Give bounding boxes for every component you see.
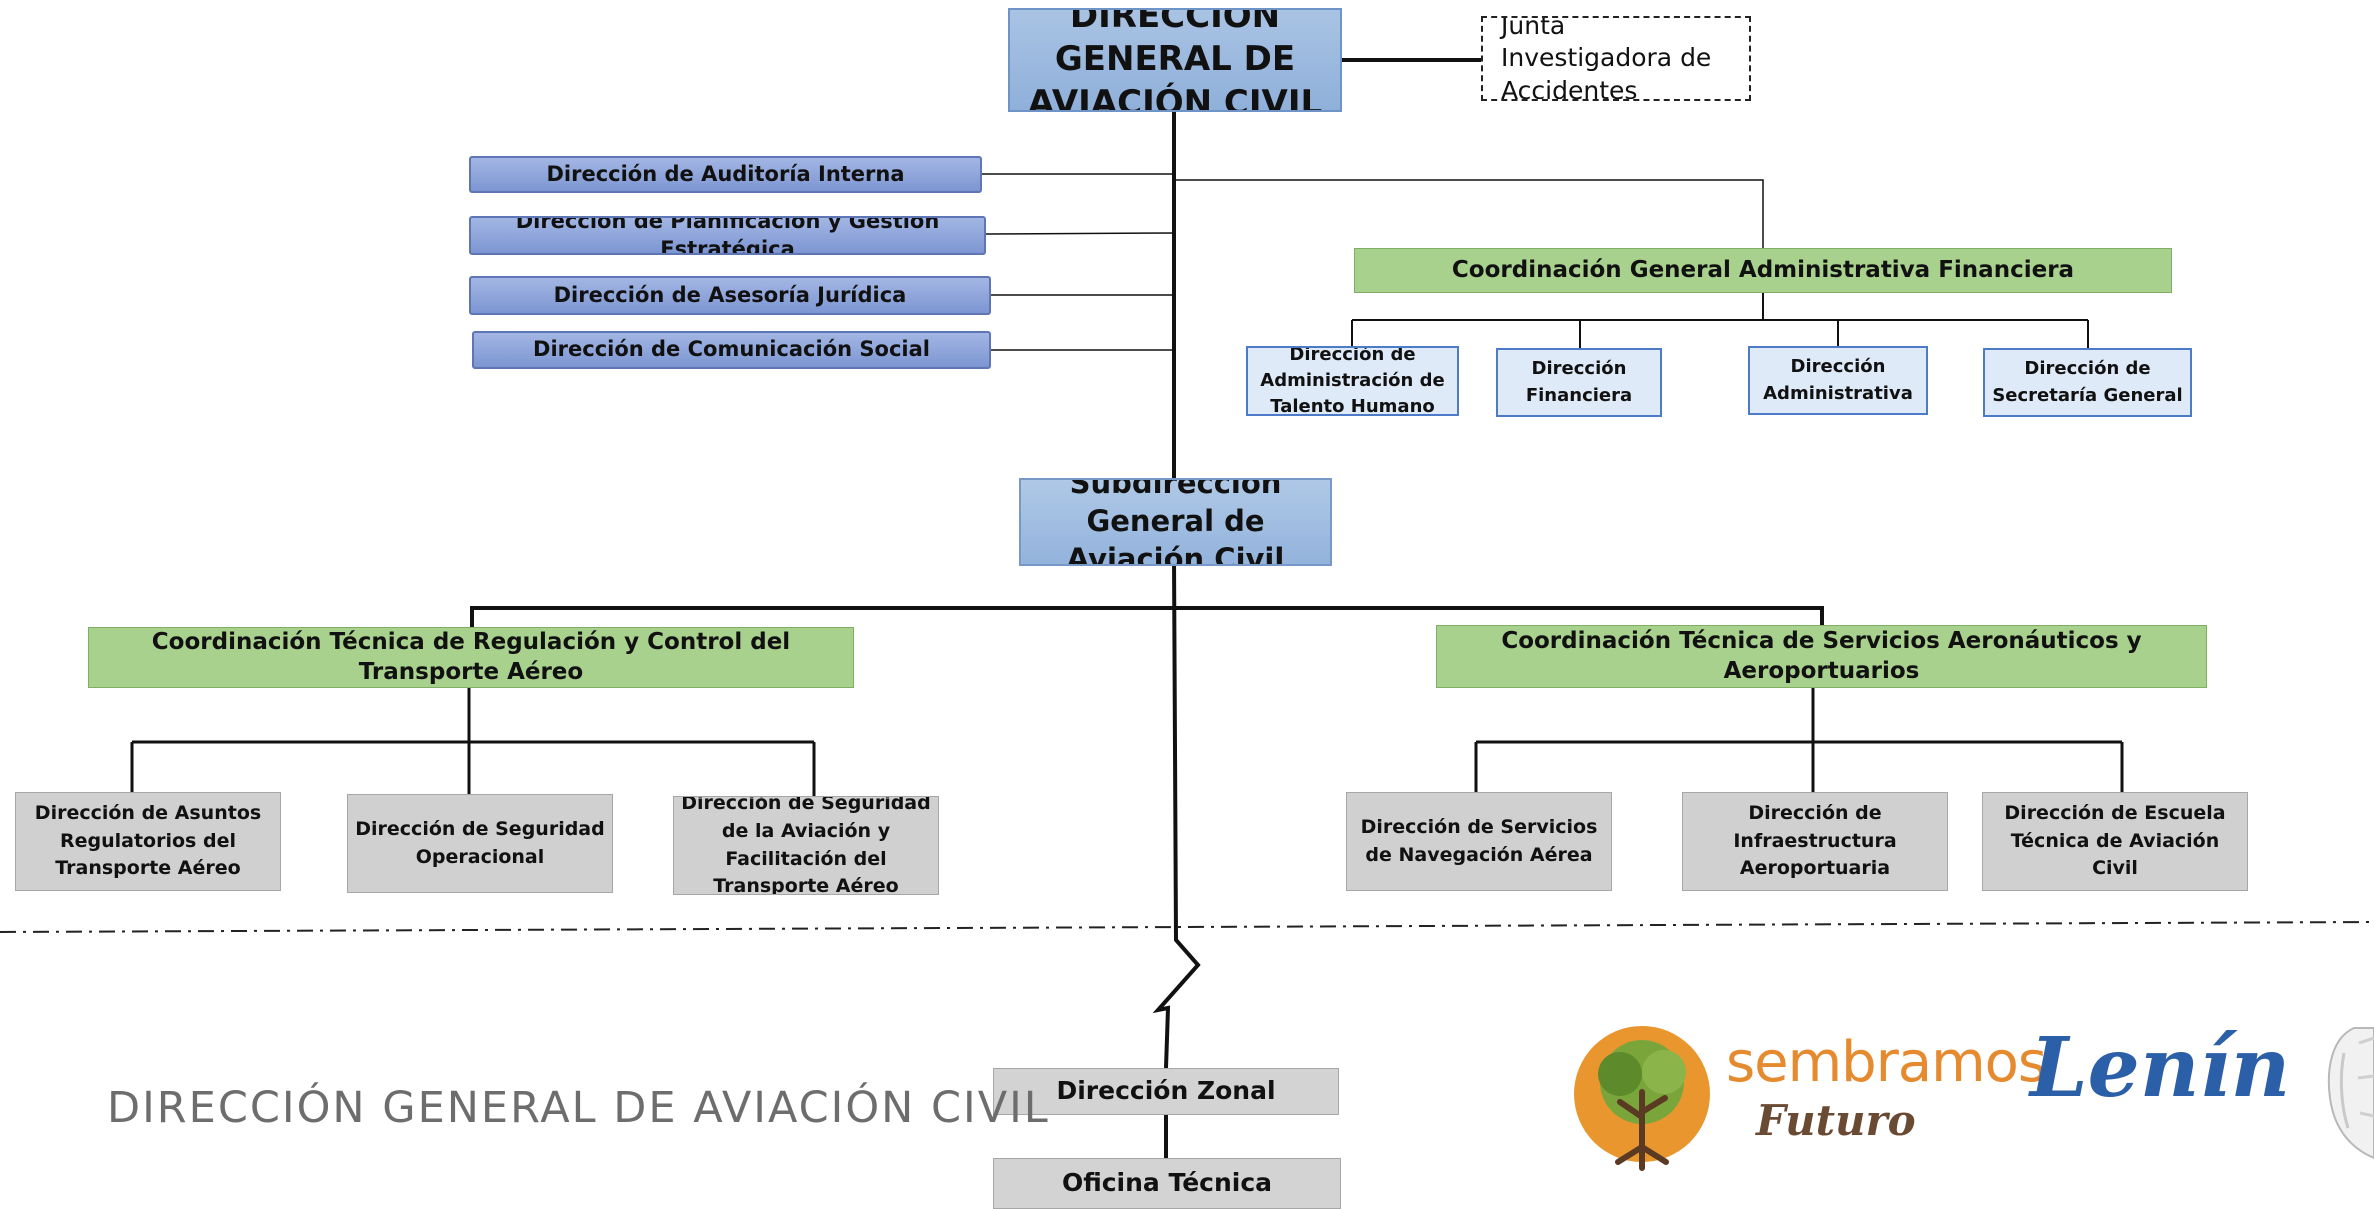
coat-of-arms-icon	[2327, 1027, 2374, 1160]
tree-icon	[1574, 1026, 1710, 1171]
zonal-label: Dirección Zonal	[1056, 1076, 1276, 1106]
serv-unit-label: Dirección de Servicios de Navegación Aér…	[1360, 815, 1598, 866]
admin-unit-administrativa: Dirección Administrativa	[1748, 346, 1928, 415]
tecnica-box: Oficina Técnica	[993, 1158, 1341, 1209]
staff-label: Dirección de Asesoría Jurídica	[553, 282, 907, 307]
sub-label: Subdirección General de Aviación Civil	[1066, 478, 1285, 566]
admin-unit-secretaria: Dirección de Secretaría General	[1983, 348, 2192, 417]
junta-box: Junta Investigadora de Accidentes	[1481, 16, 1751, 101]
admin-units-line	[1351, 293, 2089, 348]
serv-unit-infraestructura: Dirección de Infraestructura Aeroportuar…	[1682, 792, 1948, 891]
serv-unit-label: Dirección de Infraestructura Aeroportuar…	[1733, 802, 1897, 880]
admin-unit-financiera: Dirección Financiera	[1496, 348, 1662, 417]
serv-unit-label: Dirección de Escuela Técnica de Aviación…	[2004, 802, 2226, 880]
zonal-box: Dirección Zonal	[993, 1068, 1339, 1115]
staff-box-comunicacion: Dirección de Comunicación Social	[472, 331, 991, 369]
admin-branch-line	[1174, 179, 1764, 248]
tecnica-label: Oficina Técnica	[1061, 1168, 1273, 1198]
staff-label: Dirección de Comunicación Social	[533, 337, 930, 362]
root-label: DIRECCIÓN GENERAL DE AVIACIÓN CIVIL	[1027, 8, 1323, 112]
serv-units-line	[1474, 688, 2124, 792]
admin-coord-label: Coordinación General Administrativa Fina…	[1451, 256, 2075, 283]
reg-unit-label: Dirección de Asuntos Regulatorios del Tr…	[34, 802, 262, 880]
serv-unit-escuela: Dirección de Escuela Técnica de Aviación…	[1982, 792, 2248, 891]
serv-coord-box: Coordinación Técnica de Servicios Aeroná…	[1436, 625, 2207, 688]
logo-line1: sembramos	[1726, 1030, 2047, 1095]
admin-coord-box: Coordinación General Administrativa Fina…	[1354, 248, 2172, 293]
reg-coord-box: Coordinación Técnica de Regulación y Con…	[88, 627, 854, 688]
staff-box-juridica: Dirección de Asesoría Jurídica	[469, 276, 991, 315]
sembramos-futuro-logo: sembramos Futuro	[1570, 1022, 2047, 1172]
reg-coord-label: Coordinación Técnica de Regulación y Con…	[151, 628, 791, 685]
reg-units-line	[130, 688, 816, 796]
admin-unit-label: Dirección Financiera	[1525, 358, 1633, 406]
staff-box-auditoria: Dirección de Auditoría Interna	[469, 156, 982, 193]
separator-line	[0, 921, 2374, 933]
reg-unit-label: Dirección de Seguridad de la Aviación y …	[681, 796, 931, 895]
reg-unit-label: Dirección de Seguridad Operacional	[355, 817, 605, 868]
staff-link-line	[985, 232, 1175, 235]
staff-label: Dirección de Auditoría Interna	[546, 161, 905, 186]
admin-unit-label: Dirección de Administración de Talento H…	[1260, 346, 1445, 416]
admin-unit-label: Dirección Administrativa	[1763, 356, 1913, 404]
logo-line2: Futuro	[1756, 1096, 1916, 1145]
signature-logo: Lenín	[2030, 1020, 2291, 1116]
coord-branch-line	[470, 606, 1824, 627]
reg-unit-asuntos: Dirección de Asuntos Regulatorios del Tr…	[15, 792, 281, 891]
spine-to-zonal-line	[1152, 557, 1201, 1069]
reg-unit-seguridad-aviacion: Dirección de Seguridad de la Aviación y …	[673, 796, 939, 895]
junta-label: Junta Investigadora de Accidentes	[1501, 16, 1712, 101]
root-box: DIRECCIÓN GENERAL DE AVIACIÓN CIVIL	[1008, 8, 1342, 112]
institution-wordmark: DIRECCIÓN GENERAL DE AVIACIÓN CIVIL	[107, 1083, 1050, 1133]
admin-unit-label: Dirección de Secretaría General	[1992, 358, 2183, 406]
staff-box-planificacion: Dirección de Planificación y Gestión Est…	[469, 216, 986, 255]
staff-label: Dirección de Planificación y Gestión Est…	[515, 216, 940, 255]
reg-unit-seguridad-operacional: Dirección de Seguridad Operacional	[347, 794, 613, 893]
sub-box: Subdirección General de Aviación Civil	[1019, 478, 1332, 566]
serv-coord-label: Coordinación Técnica de Servicios Aeroná…	[1501, 627, 2142, 684]
admin-unit-talento: Dirección de Administración de Talento H…	[1246, 346, 1459, 416]
serv-unit-navegacion: Dirección de Servicios de Navegación Aér…	[1346, 792, 1612, 891]
